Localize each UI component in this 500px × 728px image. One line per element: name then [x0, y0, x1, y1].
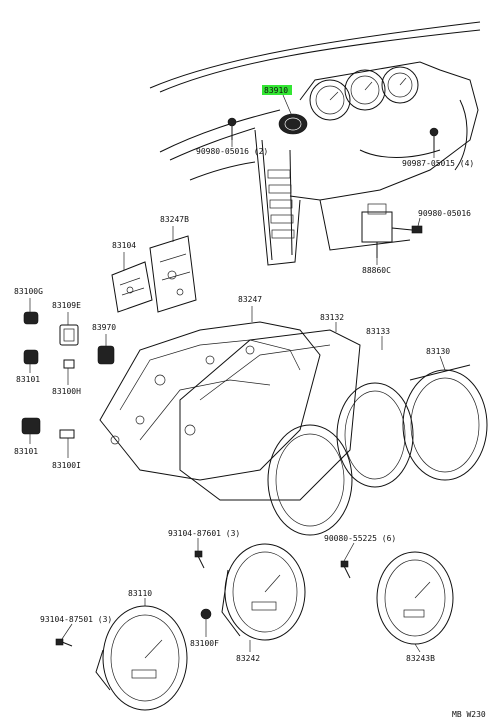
label-83100f[interactable]: 83100F — [190, 639, 219, 648]
dashboard-clips — [227, 117, 439, 152]
label-83242[interactable]: 83242 — [236, 654, 260, 663]
label-83104[interactable]: 83104 — [112, 241, 136, 250]
label-highlight-83910 — [262, 85, 292, 95]
tachometer-83242 — [221, 543, 306, 641]
label-83132[interactable]: 83132 — [320, 313, 344, 322]
screws — [55, 550, 351, 647]
label-83101-b[interactable]: 83101 — [14, 447, 38, 456]
label-83970[interactable]: 83970 — [92, 323, 116, 332]
dashboard-cluster-gauges — [309, 66, 419, 121]
label-83243b[interactable]: 83243B — [406, 654, 435, 663]
label-93104-left[interactable]: 93104-87501 (3) — [40, 615, 112, 624]
label-90980-relay[interactable]: 90980-05016 — [418, 209, 471, 218]
leader-lines — [29, 94, 446, 653]
label-93104-top[interactable]: 93104-87601 (3) — [168, 529, 240, 538]
label-83133[interactable]: 83133 — [366, 327, 390, 336]
label-83100g[interactable]: 83100G — [14, 287, 43, 296]
label-90987-right[interactable]: 90987-05015 (4) — [402, 159, 474, 168]
gauge-83243b — [376, 551, 454, 645]
bulb-sockets — [21, 311, 115, 439]
label-83247b[interactable]: 83247B — [160, 215, 189, 224]
label-90980-top[interactable]: 90980-05016 (2) — [196, 147, 268, 156]
dashboard-vents — [267, 169, 295, 239]
dashboard-outline — [149, 21, 481, 266]
label-83101-a[interactable]: 83101 — [16, 375, 40, 384]
bracket-83247b — [149, 235, 197, 313]
label-83109e[interactable]: 83109E — [52, 301, 81, 310]
housing-83132 — [179, 329, 361, 501]
label-83100i[interactable]: 83100I — [52, 461, 81, 470]
circuit-plate-83247 — [99, 321, 321, 481]
label-83910[interactable]: 83910 — [264, 86, 288, 95]
label-83100h[interactable]: 83100H — [52, 387, 81, 396]
relay-88860c — [361, 203, 423, 258]
reference-code: MB W230 — [452, 710, 486, 719]
label-83247[interactable]: 83247 — [238, 295, 262, 304]
bracket-83104 — [111, 261, 153, 313]
gauge-lens-83133 — [267, 382, 414, 536]
face-plate-83130 — [402, 364, 488, 481]
label-83110[interactable]: 83110 — [128, 589, 152, 598]
label-83130[interactable]: 83130 — [426, 347, 450, 356]
label-88860c[interactable]: 88860C — [362, 266, 391, 275]
label-90080[interactable]: 90080-55225 (6) — [324, 534, 396, 543]
highlighted-part-83910 — [278, 113, 308, 135]
